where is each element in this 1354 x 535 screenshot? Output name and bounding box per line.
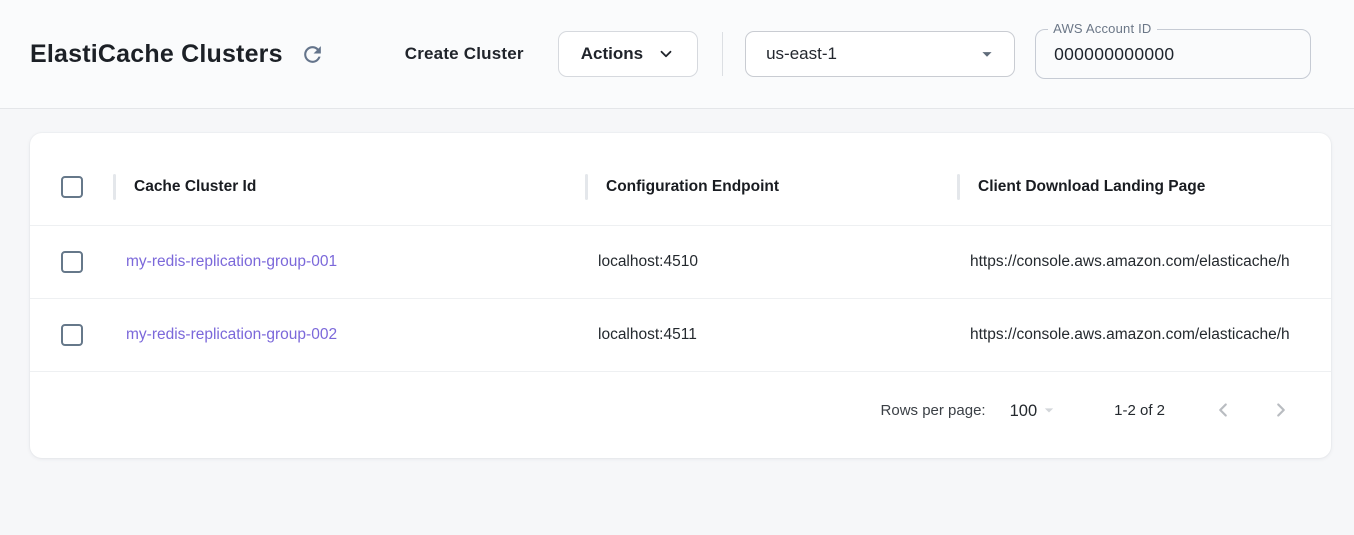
clusters-table-card: Cache Cluster Id Configuration Endpoint … [30, 133, 1331, 458]
row-checkbox[interactable] [60, 251, 83, 273]
cluster-link[interactable]: my-redis-replication-group-002 [126, 326, 338, 343]
cell-client-download-landing-page: https://console.aws.amazon.com/elasticac… [970, 326, 1290, 343]
select-all-checkbox[interactable] [60, 176, 83, 198]
caret-down-icon [1039, 400, 1059, 421]
table-row: my-redis-replication-group-002 localhost… [30, 298, 1331, 371]
chevron-down-icon [657, 45, 675, 63]
region-select[interactable]: us-east-1 [745, 31, 1016, 77]
create-cluster-button[interactable]: Create Cluster [404, 44, 524, 63]
caret-down-icon [976, 43, 998, 65]
cell-cache-cluster-id: my-redis-replication-group-002 [113, 326, 585, 344]
previous-page-button[interactable] [1205, 392, 1241, 428]
refresh-button[interactable] [299, 40, 327, 68]
row-checkbox-cell [30, 251, 113, 273]
aws-account-id-field: AWS Account ID [1035, 21, 1312, 79]
actions-button-label: Actions [580, 44, 644, 63]
header-checkbox-cell [30, 176, 113, 198]
chevron-left-icon [1212, 399, 1234, 421]
chevron-right-icon [1270, 399, 1292, 421]
pagination-range-label: 1-2 of 2 [1114, 401, 1165, 419]
rows-per-page-label: Rows per page: [880, 401, 986, 419]
next-page-button[interactable] [1263, 392, 1299, 428]
table-pagination: Rows per page: 100 1-2 of 2 [30, 371, 1331, 458]
cell-client-download-landing-page: https://console.aws.amazon.com/elasticac… [970, 253, 1290, 270]
page-title: ElastiCache Clusters [30, 39, 283, 68]
row-checkbox[interactable] [60, 324, 83, 346]
cluster-link[interactable]: my-redis-replication-group-001 [126, 253, 338, 270]
table-row: my-redis-replication-group-001 localhost… [30, 225, 1331, 298]
rows-per-page-select[interactable]: 100 [1010, 400, 1060, 421]
row-checkbox-cell [30, 324, 113, 346]
rows-per-page-value: 100 [1009, 401, 1038, 420]
top-bar: ElastiCache Clusters Create Cluster Acti… [0, 0, 1354, 109]
cell-configuration-endpoint: localhost:4511 [598, 326, 697, 343]
aws-account-id-input[interactable] [1054, 43, 1293, 65]
refresh-icon [300, 42, 325, 67]
column-header-cache-cluster-id[interactable]: Cache Cluster Id [113, 173, 585, 201]
toolbar-divider [722, 32, 724, 76]
table-header-row: Cache Cluster Id Configuration Endpoint … [30, 149, 1331, 225]
column-header-client-download-landing-page[interactable]: Client Download Landing Page [957, 173, 1331, 201]
column-header-configuration-endpoint[interactable]: Configuration Endpoint [585, 173, 957, 201]
region-select-value: us-east-1 [766, 44, 837, 63]
aws-account-id-label: AWS Account ID [1048, 21, 1157, 36]
cell-configuration-endpoint: localhost:4510 [598, 253, 698, 270]
cell-cache-cluster-id: my-redis-replication-group-001 [113, 253, 585, 271]
actions-dropdown-button[interactable]: Actions [557, 31, 699, 77]
